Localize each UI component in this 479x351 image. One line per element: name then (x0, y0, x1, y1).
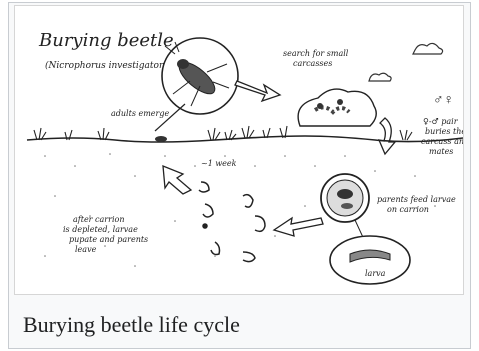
depleted-label-2: is depleted, larvae (63, 225, 138, 234)
depleted-label-3: pupate and parents (69, 235, 148, 244)
life-cycle-illustration[interactable]: Burying beetle (Nicrophorus investigator… (14, 5, 464, 295)
pair-label-4: mates (429, 147, 453, 156)
svg-text:after carrion is deple: after carrion is depleted, larvae pupate… (63, 215, 151, 254)
emerge-label: adults emerge (111, 109, 169, 118)
search-label-1: search for small (283, 49, 349, 58)
svg-text:♀-♂ pair buries the: ♀-♂ pair buries the carcass and mates (421, 117, 463, 156)
pair-label-1: ♀-♂ pair (423, 117, 459, 126)
life-cycle-drawing: Burying beetle (Nicrophorus investigator… (15, 6, 463, 294)
figure-thumbnail: Burying beetle (Nicrophorus investigator… (8, 2, 471, 349)
cloud-icon (369, 73, 391, 81)
arrow-search (235, 81, 280, 101)
search-label-2: carcasses (293, 59, 332, 68)
arrow-pupate (274, 218, 323, 236)
svg-text:search for small carca: search for small carcasses (283, 49, 351, 68)
figure-caption: Burying beetle life cycle (23, 312, 240, 338)
larva-label: larva (365, 269, 386, 278)
feed-label-1: parents feed larvae (377, 195, 456, 204)
arrow-bury (379, 118, 395, 154)
svg-text:parents feed larvae on: parents feed larvae on carrion (377, 195, 458, 214)
feed-label-2: on carrion (387, 205, 429, 214)
cloud-icon (413, 43, 443, 54)
pair-symbols-icon: ♂♀ (433, 93, 454, 108)
depleted-label-1: after carrion (73, 215, 124, 224)
feeding-drawing (321, 174, 369, 246)
species-label: (Nicrophorus investigator) (45, 60, 167, 71)
arrow-emerge (163, 166, 191, 194)
larvae-group (199, 182, 265, 262)
diagram-title: Burying beetle (38, 30, 174, 51)
pair-label-2: buries the (425, 127, 463, 136)
emerging-beetle (155, 136, 167, 142)
time-label: ~1 week (201, 159, 237, 168)
carcass-drawing (298, 89, 376, 126)
depleted-label-4: leave (75, 245, 97, 254)
